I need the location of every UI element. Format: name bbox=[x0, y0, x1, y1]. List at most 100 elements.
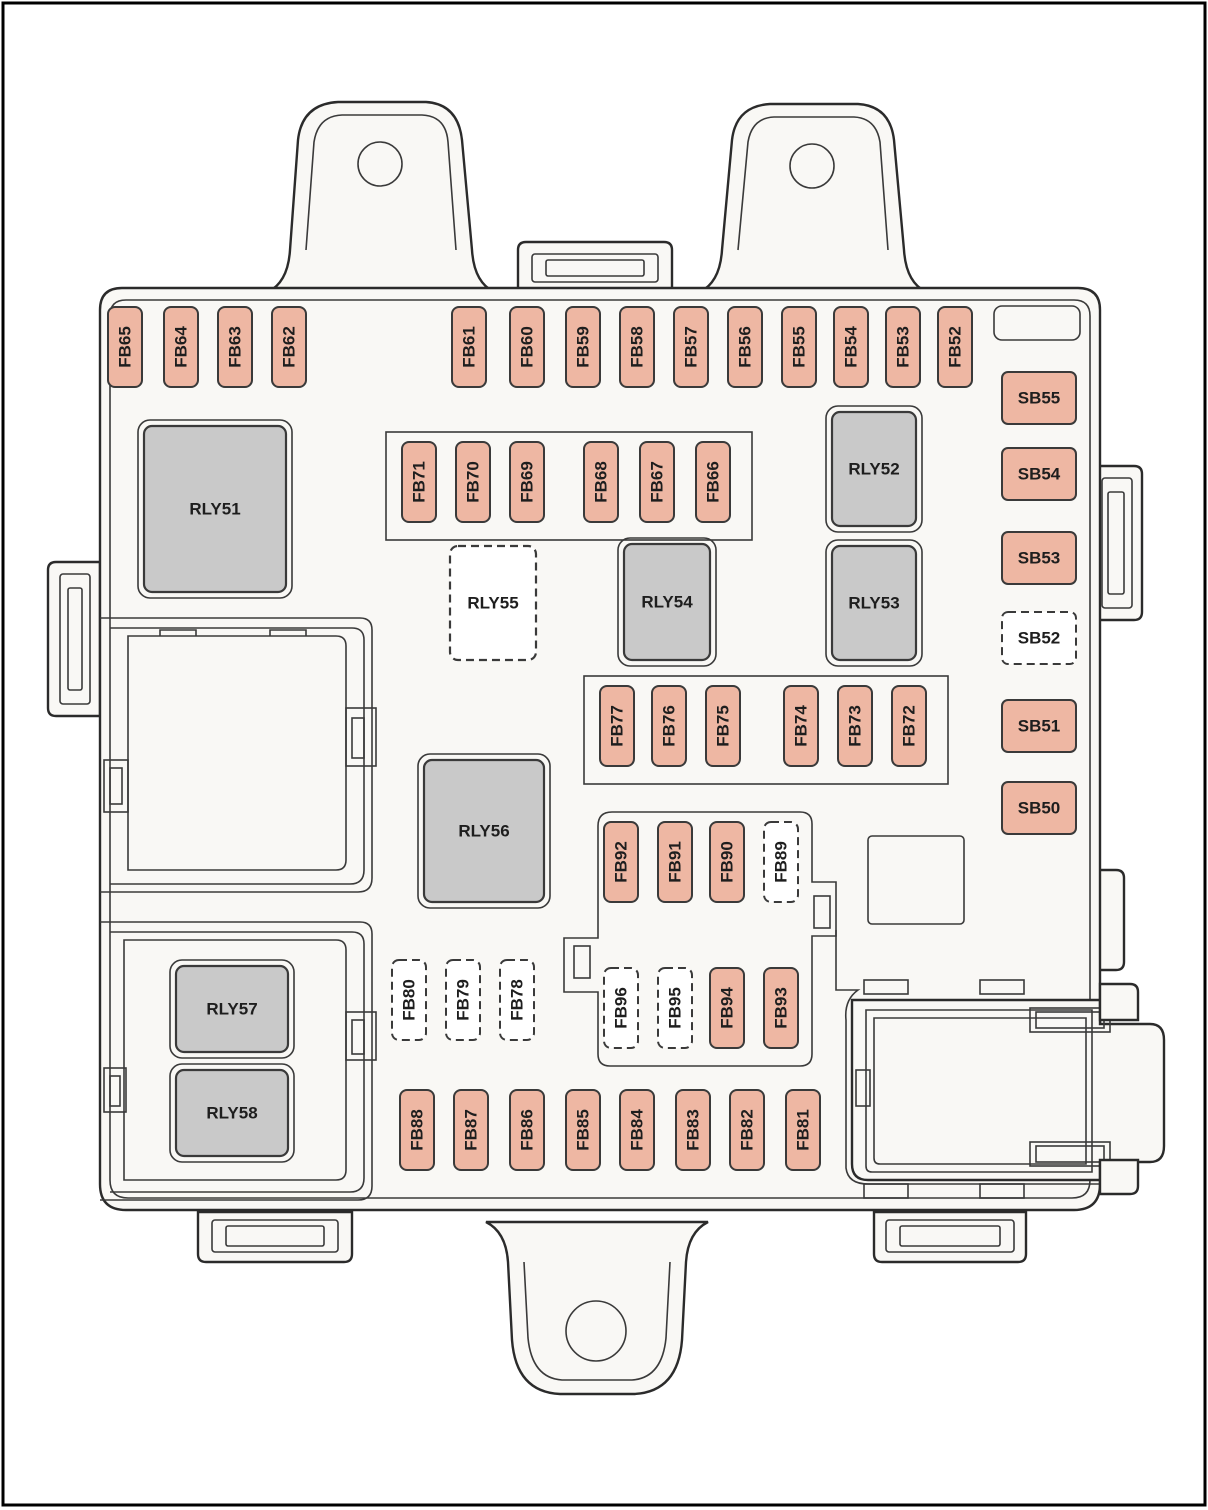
fuse-fb77[interactable]: FB77 bbox=[599, 685, 635, 767]
fuse-label: FB78 bbox=[508, 979, 527, 1021]
fuse-fb87[interactable]: FB87 bbox=[453, 1089, 489, 1171]
fuse-body bbox=[163, 306, 199, 388]
fuse-fb60[interactable]: FB60 bbox=[509, 306, 545, 388]
fuse-label: SB55 bbox=[1018, 389, 1061, 408]
relay-label: RLY53 bbox=[848, 594, 899, 613]
fuse-body bbox=[565, 1089, 601, 1171]
relay-rly51[interactable]: RLY51 bbox=[137, 419, 293, 599]
fuse-label: SB53 bbox=[1018, 549, 1061, 568]
fuse-fb92[interactable]: FB92 bbox=[603, 821, 639, 903]
fuse-body bbox=[599, 685, 635, 767]
fuse-fb95[interactable]: FB95 bbox=[657, 967, 693, 1049]
fuse-body bbox=[837, 685, 873, 767]
fuse-body bbox=[727, 306, 763, 388]
fuse-label: FB90 bbox=[718, 841, 737, 883]
fuse-fb70[interactable]: FB70 bbox=[455, 441, 491, 523]
fuse-fb79[interactable]: FB79 bbox=[445, 959, 481, 1041]
fuse-body bbox=[1001, 781, 1077, 835]
fuse-fb68[interactable]: FB68 bbox=[583, 441, 619, 523]
fuse-fb64[interactable]: FB64 bbox=[163, 306, 199, 388]
fuse-body bbox=[619, 1089, 655, 1171]
relay-rly57[interactable]: RLY57 bbox=[169, 959, 295, 1059]
relay-socket bbox=[169, 959, 295, 1059]
spare-slot bbox=[993, 305, 1081, 341]
fuse-fb53[interactable]: FB53 bbox=[885, 306, 921, 388]
relay-rly56[interactable]: RLY56 bbox=[417, 753, 551, 909]
fuse-fb88[interactable]: FB88 bbox=[399, 1089, 435, 1171]
fuse-label: FB58 bbox=[628, 326, 647, 368]
fuse-fb66[interactable]: FB66 bbox=[695, 441, 731, 523]
fuse-sb50[interactable]: SB50 bbox=[1001, 781, 1077, 835]
latch-bottom-left bbox=[196, 1210, 354, 1264]
relay-socket bbox=[617, 537, 717, 667]
fuse-fb54[interactable]: FB54 bbox=[833, 306, 869, 388]
diode-block bbox=[867, 835, 965, 925]
fuse-label: FB62 bbox=[280, 326, 299, 368]
fuse-label: FB89 bbox=[772, 841, 791, 883]
fuse-fb96[interactable]: FB96 bbox=[603, 967, 639, 1049]
fuse-fb74[interactable]: FB74 bbox=[783, 685, 819, 767]
fuse-fb67[interactable]: FB67 bbox=[639, 441, 675, 523]
fuse-sb52[interactable]: SB52 bbox=[1001, 611, 1077, 665]
fuse-fb89[interactable]: FB89 bbox=[763, 821, 799, 903]
connector-socket-lower-left bbox=[100, 921, 377, 1201]
fuse-fb90[interactable]: FB90 bbox=[709, 821, 745, 903]
relay-rly53[interactable]: RLY53 bbox=[825, 539, 923, 667]
connector-right bbox=[835, 930, 1166, 1199]
fuse-fb84[interactable]: FB84 bbox=[619, 1089, 655, 1171]
fuse-fb59[interactable]: FB59 bbox=[565, 306, 601, 388]
fuse-sb53[interactable]: SB53 bbox=[1001, 531, 1077, 585]
fuse-label: FB59 bbox=[574, 326, 593, 368]
fuse-label: FB65 bbox=[116, 326, 135, 368]
fuse-fb62[interactable]: FB62 bbox=[271, 306, 307, 388]
fuse-label: FB79 bbox=[454, 979, 473, 1021]
relay-rly54[interactable]: RLY54 bbox=[617, 537, 717, 667]
fuse-fb57[interactable]: FB57 bbox=[673, 306, 709, 388]
fuse-holder-frame bbox=[385, 431, 753, 541]
fuse-fb69[interactable]: FB69 bbox=[509, 441, 545, 523]
fuse-label: SB50 bbox=[1018, 799, 1061, 818]
fuse-label: FB70 bbox=[464, 461, 483, 503]
mounting-hole-icon bbox=[789, 143, 835, 189]
fuse-fb52[interactable]: FB52 bbox=[937, 306, 973, 388]
fuse-label: FB61 bbox=[460, 326, 479, 368]
fuse-body bbox=[509, 306, 545, 388]
fuse-sb54[interactable]: SB54 bbox=[1001, 447, 1077, 501]
fuse-label: FB67 bbox=[648, 461, 667, 503]
fuse-body bbox=[937, 306, 973, 388]
fuse-sb51[interactable]: SB51 bbox=[1001, 699, 1077, 753]
fuse-fb93[interactable]: FB93 bbox=[763, 967, 799, 1049]
relay-rly52[interactable]: RLY52 bbox=[825, 405, 923, 533]
relay-label: RLY55 bbox=[467, 594, 518, 613]
fuse-fb82[interactable]: FB82 bbox=[729, 1089, 765, 1171]
fuse-fb91[interactable]: FB91 bbox=[657, 821, 693, 903]
fuse-fb55[interactable]: FB55 bbox=[781, 306, 817, 388]
fuse-fb65[interactable]: FB65 bbox=[107, 306, 143, 388]
fuse-fb86[interactable]: FB86 bbox=[509, 1089, 545, 1171]
relay-body bbox=[830, 410, 918, 528]
fuse-fb71[interactable]: FB71 bbox=[401, 441, 437, 523]
fuse-label: FB71 bbox=[410, 461, 429, 503]
fuse-body bbox=[603, 821, 639, 903]
fuse-sb55[interactable]: SB55 bbox=[1001, 371, 1077, 425]
fuse-fb58[interactable]: FB58 bbox=[619, 306, 655, 388]
fuse-fb56[interactable]: FB56 bbox=[727, 306, 763, 388]
fuse-fb63[interactable]: FB63 bbox=[217, 306, 253, 388]
fuse-fb85[interactable]: FB85 bbox=[565, 1089, 601, 1171]
fuse-body bbox=[619, 306, 655, 388]
fuse-label: FB91 bbox=[666, 841, 685, 883]
fuse-fb80[interactable]: FB80 bbox=[391, 959, 427, 1041]
fuse-fb61[interactable]: FB61 bbox=[451, 306, 487, 388]
fuse-fb76[interactable]: FB76 bbox=[651, 685, 687, 767]
fuse-fb72[interactable]: FB72 bbox=[891, 685, 927, 767]
fuse-fb75[interactable]: FB75 bbox=[705, 685, 741, 767]
relay-rly55[interactable]: RLY55 bbox=[448, 544, 538, 662]
fuse-fb73[interactable]: FB73 bbox=[837, 685, 873, 767]
fuse-fb83[interactable]: FB83 bbox=[675, 1089, 711, 1171]
relay-label: RLY54 bbox=[641, 593, 693, 612]
fuse-fb94[interactable]: FB94 bbox=[709, 967, 745, 1049]
fuse-fb78[interactable]: FB78 bbox=[499, 959, 535, 1041]
fuse-fb81[interactable]: FB81 bbox=[785, 1089, 821, 1171]
relay-rly58[interactable]: RLY58 bbox=[169, 1063, 295, 1163]
